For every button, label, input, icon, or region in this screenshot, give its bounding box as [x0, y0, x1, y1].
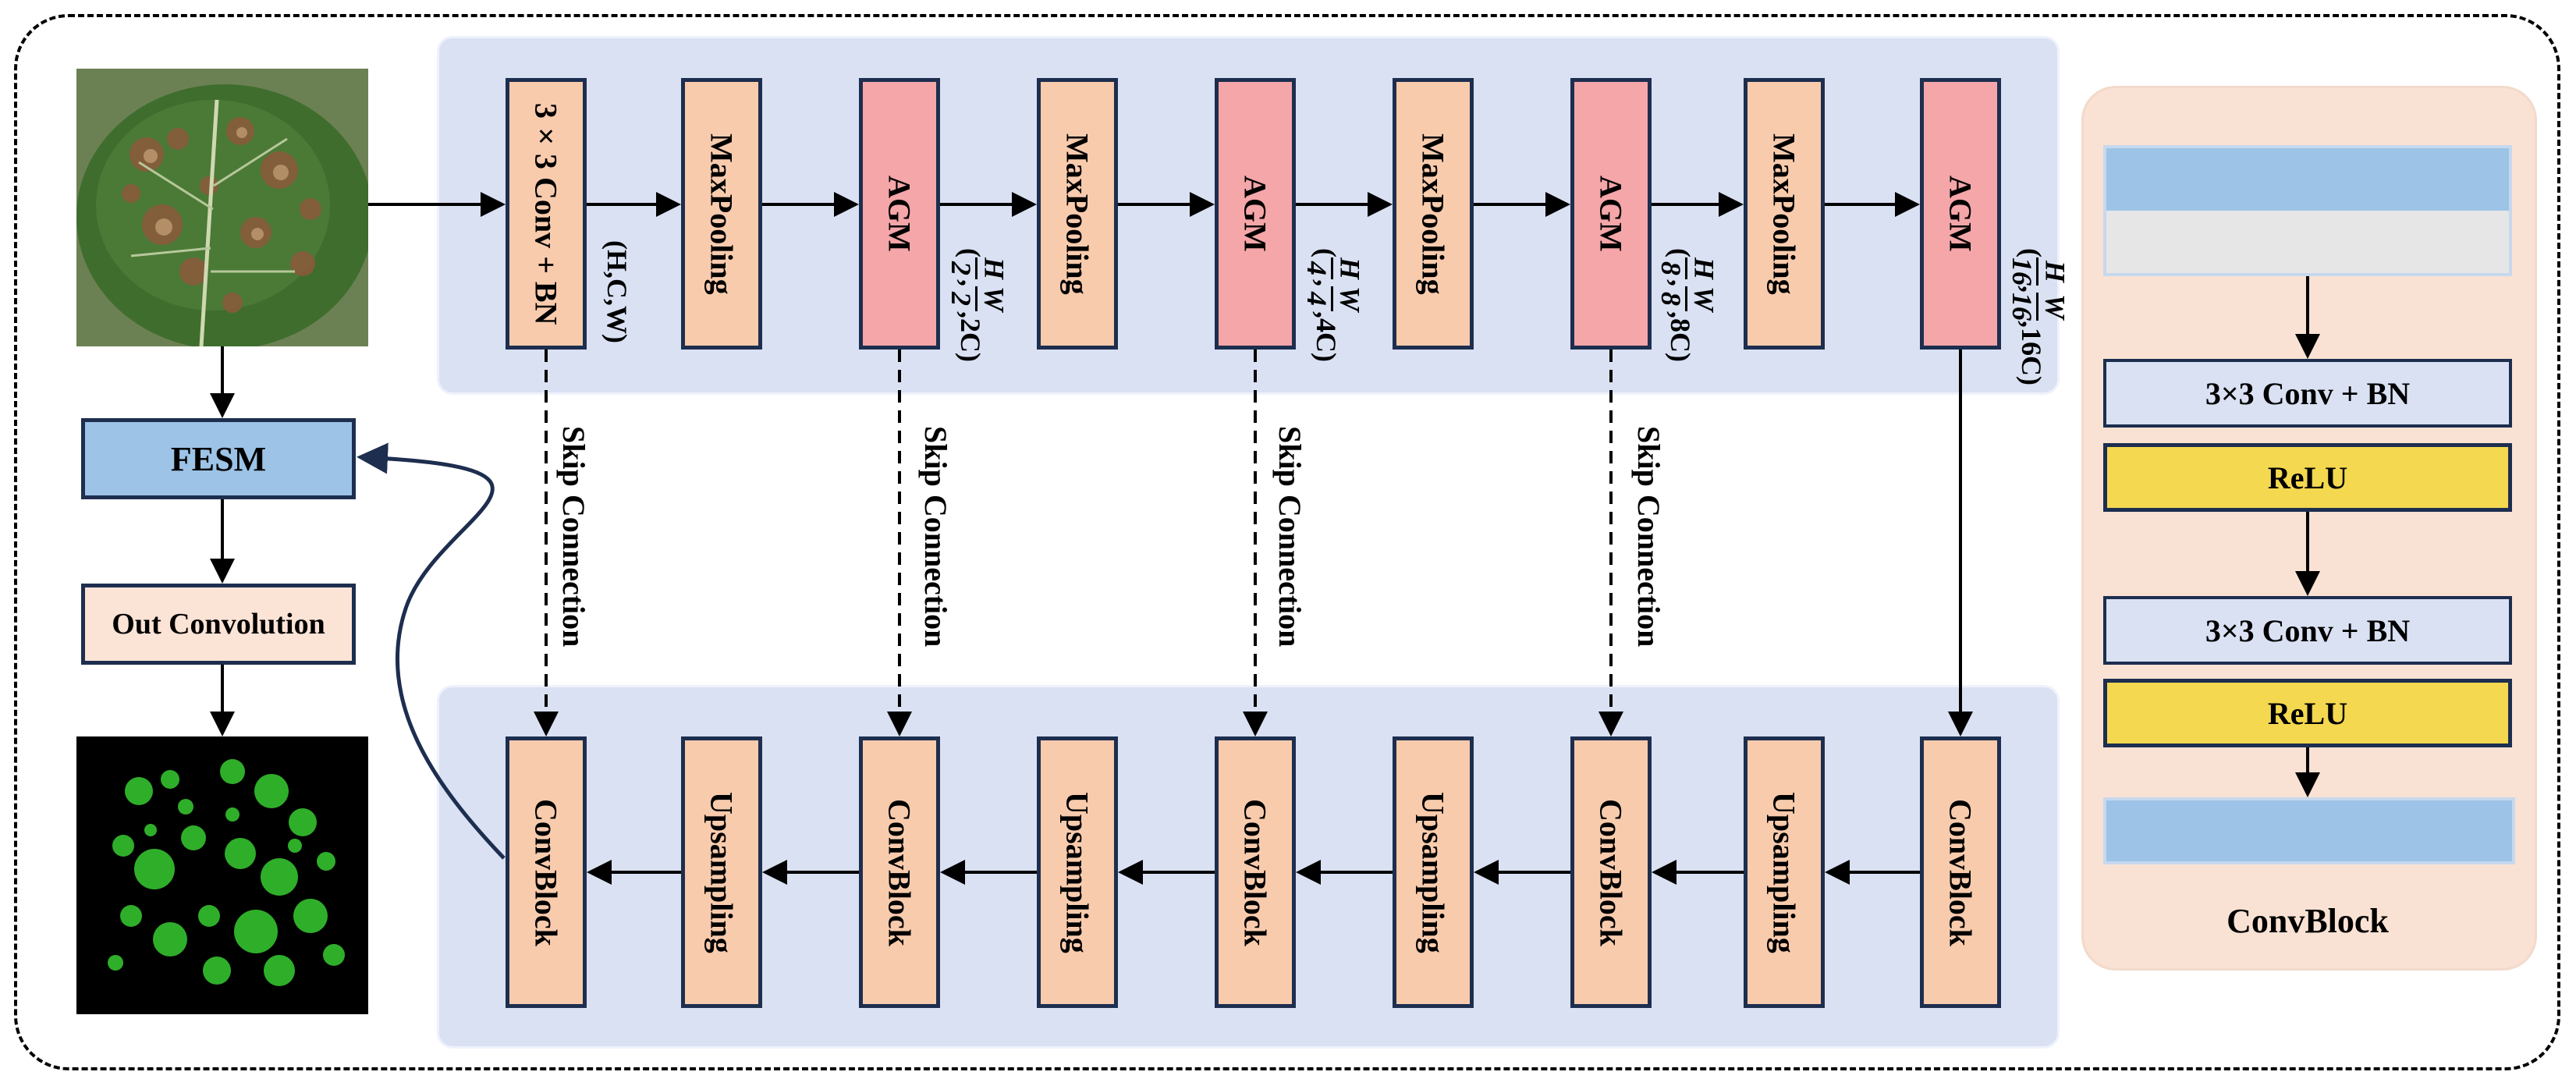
encoder-block-label: AGM	[1593, 176, 1629, 252]
decoder-convblock-4: ConvBlock	[1570, 736, 1652, 1008]
decoder-block-label: Upsampling	[704, 791, 740, 953]
decoder-upsampling-3: Upsampling	[1393, 736, 1474, 1008]
dim-channels: 16C	[2016, 328, 2048, 376]
convblock-relu-2-label: ReLU	[2267, 695, 2348, 731]
decoder-block-label: ConvBlock	[882, 798, 917, 946]
input-leaf-image	[76, 69, 368, 346]
dim-label-input: (H,C,W)	[601, 240, 633, 343]
convblock-title: ConvBlock	[2103, 897, 2512, 944]
skip-connection-label-2: Skip Connection	[918, 426, 953, 648]
arrow-decoder-to-fesm	[357, 442, 506, 860]
encoder-block-label: AGM	[1943, 176, 1978, 252]
decoder-upsampling-4: Upsampling	[1744, 736, 1825, 1008]
convblock-conv-bn-2-label: 3×3 Conv + BN	[2205, 612, 2411, 648]
encoder-block-label: AGM	[1237, 176, 1273, 252]
dim-channels: 2C	[955, 318, 987, 353]
convblock-output-bar	[2103, 797, 2515, 864]
encoder-block-label: MaxPooling	[1766, 133, 1802, 295]
decoder-block-label: ConvBlock	[528, 798, 564, 946]
skip-connection-label-4: Skip Connection	[1631, 426, 1666, 648]
decoder-block-label: ConvBlock	[1593, 798, 1629, 946]
convblock-relu-1: ReLU	[2103, 443, 2512, 512]
convblock-title-text: ConvBlock	[2227, 901, 2389, 940]
mask-image-graphic	[76, 736, 368, 1014]
out-convolution-label: Out Convolution	[112, 608, 325, 641]
encoder-agm-block-2: AGM	[1215, 78, 1296, 350]
encoder-maxpooling-block-1: MaxPooling	[681, 78, 762, 350]
output-mask-image	[76, 736, 368, 1014]
outer-dashed-frame	[14, 14, 2560, 1070]
fesm-box: FESM	[81, 418, 356, 499]
decoder-block-label: Upsampling	[1415, 791, 1451, 953]
skip-connection-label-1: Skip Connection	[556, 426, 591, 648]
convblock-conv-bn-1-label: 3×3 Conv + BN	[2205, 375, 2411, 411]
convblock-conv-bn-2: 3×3 Conv + BN	[2103, 596, 2512, 665]
fesm-label: FESM	[170, 439, 267, 478]
dim-channels: 8C	[1665, 318, 1697, 353]
encoder-block-label: MaxPooling	[1059, 133, 1095, 295]
encoder-agm-block-4: AGM	[1920, 78, 2001, 350]
decoder-block-label: Upsampling	[1766, 791, 1802, 953]
encoder-block-label: AGM	[882, 176, 917, 252]
decoder-block-label: ConvBlock	[1237, 798, 1273, 946]
encoder-maxpooling-block-2: MaxPooling	[1037, 78, 1118, 350]
decoder-convblock-1: ConvBlock	[506, 736, 587, 1008]
encoder-block-label: MaxPooling	[704, 133, 740, 295]
encoder-maxpooling-block-3: MaxPooling	[1393, 78, 1474, 350]
encoder-block-label: 3×3 Conv + BN	[528, 102, 564, 325]
decoder-upsampling-1: Upsampling	[681, 736, 762, 1008]
encoder-agm-block-3: AGM	[1570, 78, 1652, 350]
decoder-convblock-2: ConvBlock	[859, 736, 940, 1008]
convblock-input-bar-top	[2106, 148, 2509, 211]
convblock-relu-2: ReLU	[2103, 679, 2512, 747]
out-convolution-box: Out Convolution	[81, 584, 356, 665]
decoder-block-label: Upsampling	[1059, 791, 1095, 953]
encoder-conv-bn-block: 3×3 Conv + BN	[506, 78, 587, 350]
decoder-convblock-5: ConvBlock	[1920, 736, 2001, 1008]
skip-connection-label-3: Skip Connection	[1272, 426, 1308, 648]
decoder-upsampling-2: Upsampling	[1037, 736, 1118, 1008]
encoder-agm-block-1: AGM	[859, 78, 940, 350]
leaf-image-graphic	[76, 69, 368, 346]
dim-channels: 4C	[1311, 318, 1343, 353]
decoder-convblock-3: ConvBlock	[1215, 736, 1296, 1008]
dim-text: (H,C,W)	[601, 240, 633, 343]
convblock-relu-1-label: ReLU	[2267, 460, 2348, 495]
decoder-block-label: ConvBlock	[1943, 798, 1978, 946]
encoder-block-label: MaxPooling	[1415, 133, 1451, 295]
convblock-conv-bn-1: 3×3 Conv + BN	[2103, 359, 2512, 428]
encoder-maxpooling-block-4: MaxPooling	[1744, 78, 1825, 350]
